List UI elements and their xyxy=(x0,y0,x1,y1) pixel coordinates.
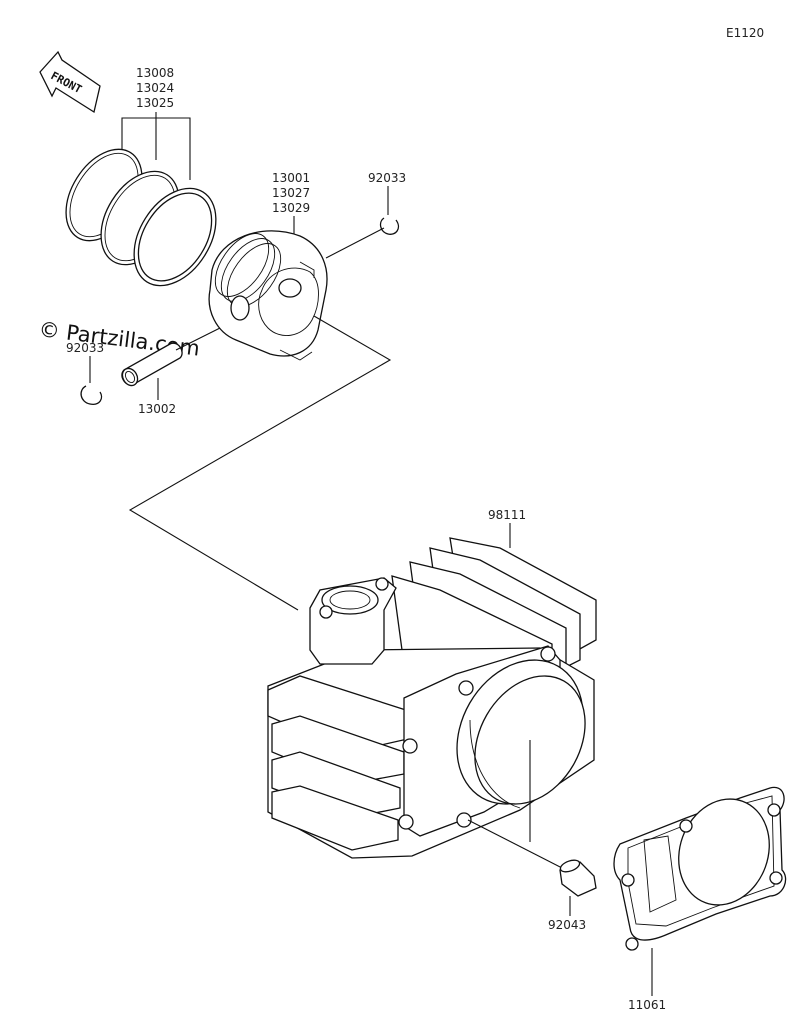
part-number-92043[interactable]: 92043 xyxy=(548,918,586,932)
part-number-13025[interactable]: 13025 xyxy=(136,96,174,110)
part-number-92033-right[interactable]: 92033 xyxy=(368,171,406,185)
piston-pin[interactable] xyxy=(119,342,183,388)
front-arrow-icon: FRONT xyxy=(39,50,101,114)
dowel-pin[interactable] xyxy=(559,858,597,897)
piston-ring-labels: 13008 13024 13025 xyxy=(136,66,174,110)
part-number-13008[interactable]: 13008 xyxy=(136,66,174,80)
piston-labels: 13001 13027 13029 xyxy=(272,171,310,215)
circlip-right[interactable] xyxy=(379,217,400,235)
gasket[interactable] xyxy=(613,786,787,951)
part-number-13027[interactable]: 13027 xyxy=(272,186,310,200)
part-number-13001[interactable]: 13001 xyxy=(272,171,310,185)
part-number-13002[interactable]: 13002 xyxy=(138,402,176,416)
cylinder[interactable] xyxy=(267,537,608,859)
piston[interactable] xyxy=(205,224,328,361)
part-number-13029[interactable]: 13029 xyxy=(272,201,310,215)
diagram-code: E1120 xyxy=(726,26,764,40)
piston-rings[interactable] xyxy=(50,136,232,301)
part-number-92033-left[interactable]: 92033 xyxy=(66,341,104,355)
part-number-11061[interactable]: 11061 xyxy=(628,998,666,1012)
part-number-98111[interactable]: 98111 xyxy=(488,508,526,522)
part-number-13024[interactable]: 13024 xyxy=(136,81,174,95)
circlip-left[interactable] xyxy=(80,385,103,405)
